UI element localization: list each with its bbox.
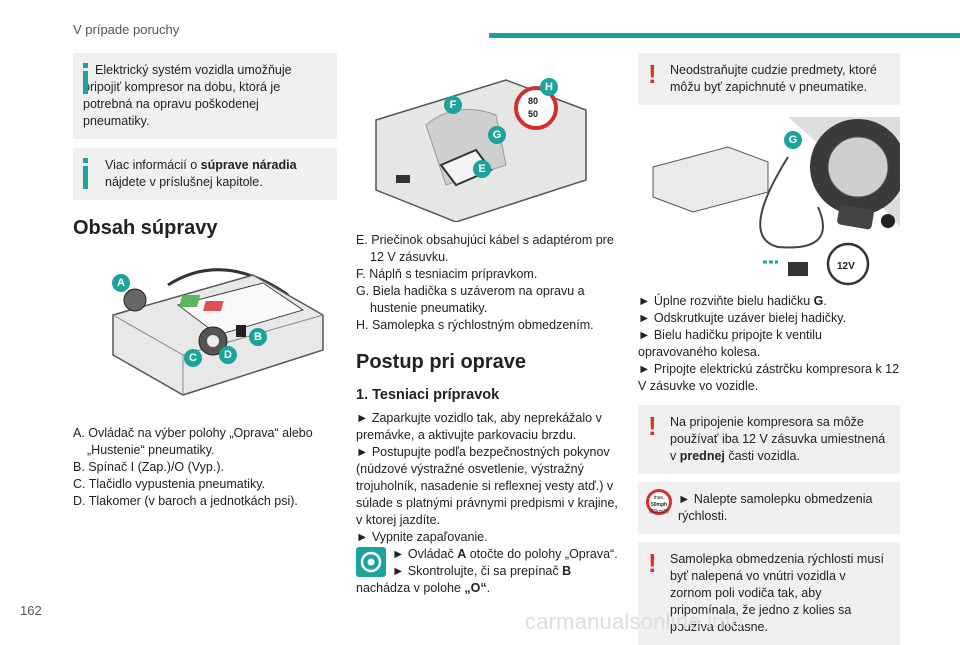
label-d: D xyxy=(219,346,237,364)
case-contents-list: E. Priečinok obsahujúci kábel s adaptéro… xyxy=(356,232,618,334)
info-box-power: Elektrický systém vozidla umožňuje pripo… xyxy=(73,53,337,139)
list-item: H. Samolepka s rýchlostným obmedzením. xyxy=(356,318,594,332)
compressor-illustration: A B C D xyxy=(73,255,337,405)
column-1: Elektrický systém vozidla umožňuje pripo… xyxy=(73,53,337,510)
speed-sticker-top: 80 xyxy=(528,96,539,106)
info-text: Elektrický systém vozidla umožňuje pripo… xyxy=(83,63,292,128)
step-text: ► Úplne rozviňte bielu hadičku G. xyxy=(638,294,827,308)
speed-limit-sticker-icon: max. 50mph (80km/h) xyxy=(646,489,672,515)
list-item: F. Náplň s tesniacim prípravkom. xyxy=(356,267,538,281)
list-item: A. Ovládač na výber polohy „Oprava“ aleb… xyxy=(73,426,313,457)
label-e: E xyxy=(473,160,491,178)
warning-box-foreign-objects: ! Neodstraňujte cudzie predmety, ktoré m… xyxy=(638,53,900,105)
hose-drawing xyxy=(652,117,906,286)
warning-icon: ! xyxy=(648,59,657,89)
step-text: ► Vypnite zapaľovanie. xyxy=(356,530,488,544)
speed-sticker-bottom: 50 xyxy=(528,109,539,119)
running-header: V prípade poruchy xyxy=(73,22,180,37)
info-box-toolkit: Viac informácií o súprave náradia nájdet… xyxy=(73,148,337,200)
connection-steps: ► Úplne rozviňte bielu hadičku G. ► Odsk… xyxy=(638,293,900,395)
warning-box-socket: ! Na pripojenie kompresora sa môže použí… xyxy=(638,405,900,474)
step-text: ► Zaparkujte vozidlo tak, aby neprekážal… xyxy=(356,411,602,442)
page-number: 162 xyxy=(20,603,42,618)
step-text: nachádza v polohe „O“. xyxy=(356,581,491,595)
section-heading-kit: Obsah súpravy xyxy=(73,217,218,239)
hose-connection-illustration: G 12V xyxy=(638,117,906,287)
warning-icon: ! xyxy=(648,548,657,578)
list-item: G. Biela hadička s uzáverom na opravu a … xyxy=(356,284,585,315)
header-accent-bar xyxy=(489,33,960,38)
label-c: C xyxy=(184,349,202,367)
sticker-step-box: max. 50mph (80km/h) ► Nalepte samolepku … xyxy=(638,482,900,534)
socket-label: 12V xyxy=(837,261,855,272)
repair-steps: ► Zaparkujte vozidlo tak, aby neprekážal… xyxy=(356,410,618,597)
step-text: ► Pripojte elektrickú zástrčku kompresor… xyxy=(638,362,900,393)
step-text: ► Ovládač A otočte do polohy „Oprava“. xyxy=(392,547,618,561)
list-item: E. Priečinok obsahujúci kábel s adaptéro… xyxy=(356,233,614,264)
subheading-sealant: 1. Tesniaci prípravok xyxy=(356,387,500,403)
list-item: C. Tlačidlo vypustenia pneumatiky. xyxy=(73,477,265,491)
kit-case-drawing xyxy=(375,79,587,223)
warning-text: Samolepka obmedzenia rýchlosti musí byť … xyxy=(670,552,884,634)
kit-contents-list: A. Ovládač na výber polohy „Oprava“ aleb… xyxy=(73,425,337,510)
label-g: G xyxy=(488,126,506,144)
label-a: A xyxy=(112,274,130,292)
step-text: ► Postupujte podľa bezpečnostných pokyno… xyxy=(356,445,618,527)
info-text: Viac informácií o súprave náradia nájdet… xyxy=(105,158,297,189)
info-icon xyxy=(83,63,88,95)
label-g: G xyxy=(784,131,802,149)
step-with-icon: ► Ovládač A otočte do polohy „Oprava“. ►… xyxy=(356,546,618,597)
step-text: ► Odskrutkujte uzáver bielej hadičky. xyxy=(638,311,847,325)
section-heading-repair: Postup pri oprave xyxy=(356,351,527,373)
warning-text: Na pripojenie kompresora sa môže používa… xyxy=(670,415,886,463)
list-item: B. Spínač I (Zap.)/O (Vyp.). xyxy=(73,460,224,474)
label-h: H xyxy=(540,78,558,96)
label-b: B xyxy=(249,328,267,346)
column-2: 80 50 H F G E E. Priečinok obsahujúci ká… xyxy=(356,70,618,597)
label-f: F xyxy=(444,96,462,114)
footer-watermark: carmanualsonline.info xyxy=(525,609,744,634)
warning-box-sticker: ! Samolepka obmedzenia rýchlosti musí by… xyxy=(638,542,900,645)
column-3: ! Neodstraňujte cudzie predmety, ktoré m… xyxy=(638,53,906,645)
list-item: D. Tlakomer (v baroch a jednotkách psi). xyxy=(73,494,298,508)
repair-mode-icon xyxy=(356,547,386,577)
step-text: ► Bielu hadičku pripojte k ventilu oprav… xyxy=(638,328,822,359)
info-icon xyxy=(83,158,88,190)
step-text: ► Nalepte samolepku obmedzenia rýchlosti… xyxy=(678,492,873,523)
kit-case-illustration: 80 50 H F G E xyxy=(356,70,618,223)
warning-icon: ! xyxy=(648,411,657,441)
warning-text: Neodstraňujte cudzie predmety, ktoré môž… xyxy=(670,63,877,94)
step-text: ► Skontrolujte, či sa prepínač B xyxy=(392,564,572,578)
compressor-drawing xyxy=(112,268,324,396)
